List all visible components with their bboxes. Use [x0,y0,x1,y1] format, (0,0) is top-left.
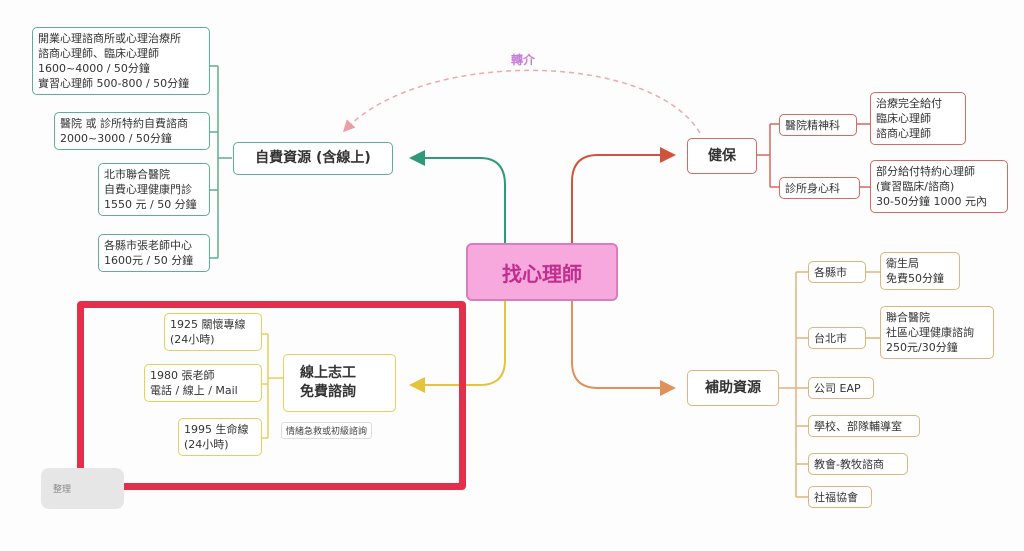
volunteer-item-1980[interactable]: 1980 張老師電話 / 線上 / Mail [144,364,262,402]
subsidy-counties-detail[interactable]: 衛生局免費50分鐘 [880,252,960,290]
subsidy-branch-church[interactable]: 教會-教牧諮商 [808,453,908,475]
volunteer-item-1925[interactable]: 1925 關懷專線(24小時) [164,313,262,351]
nhi-branch-clinic[interactable]: 診所身心科 [779,177,860,199]
organize-button[interactable]: 整理 [41,468,124,509]
volunteer-node[interactable]: 線上志工免費諮詢 [283,354,396,412]
subsidy-branch-eap[interactable]: 公司 EAP [808,377,874,399]
nhi-node[interactable]: 健保 [687,138,757,174]
self-pay-node[interactable]: 自費資源 (含線上) [233,142,393,175]
volunteer-note: 情緒急救或初級諮詢 [281,422,373,439]
nhi-psychiatry-detail[interactable]: 治療完全給付臨床心理師諮商心理師 [870,92,966,145]
subsidy-branch-counties[interactable]: 各縣市 [808,261,866,283]
nhi-clinic-detail[interactable]: 部分給付特約心理師(實習臨床/諮商)30-50分鐘 1000 元內 [870,160,1008,213]
subsidy-node[interactable]: 補助資源 [687,370,779,406]
subsidy-branch-social-welfare[interactable]: 社福協會 [808,486,872,508]
subsidy-branch-school[interactable]: 學校、部隊輔導室 [808,415,920,437]
subsidy-branch-taipei[interactable]: 台北市 [808,327,866,349]
referral-label: 轉介 [507,51,540,68]
highlight-box [77,301,466,490]
central-topic[interactable]: 找心理師 [466,243,618,301]
nhi-branch-psychiatry[interactable]: 醫院精神科 [779,114,857,136]
volunteer-item-1995[interactable]: 1995 生命線(24小時) [178,418,262,456]
